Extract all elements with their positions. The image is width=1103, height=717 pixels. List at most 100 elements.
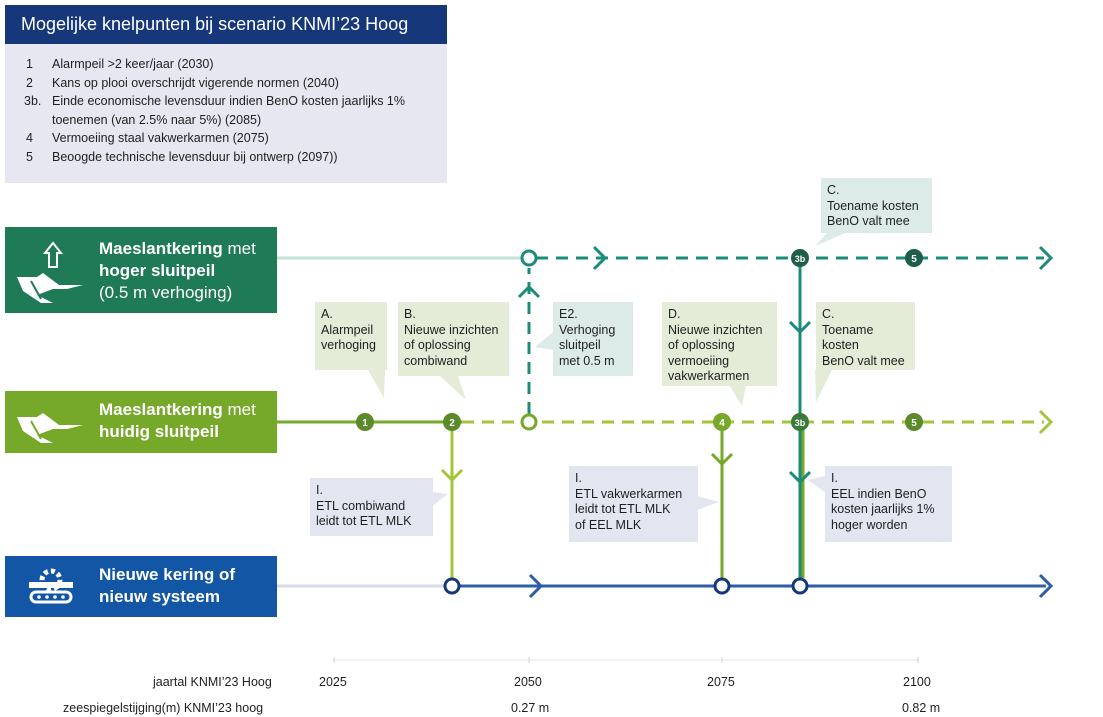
legend-item: toenemen (van 2.5% naar 5%) (2085): [5, 111, 447, 130]
scenario-current-bold1: Maeslantkering: [99, 400, 223, 419]
callout-A-line: A.: [321, 307, 333, 321]
top-arrow-end: [1038, 245, 1054, 271]
callout-E2-line: Verhoging: [559, 322, 616, 337]
callout-C-top: C. Toename kosten BenO valt mee: [821, 178, 932, 233]
scenario-raised-bold1: Maeslantkering: [99, 239, 223, 258]
legend-item-number: 3b.: [24, 94, 42, 108]
callout-I3-line: kosten jaarlijks 1%: [831, 502, 935, 516]
callout-I2-line: ETL vakwerkarmen: [575, 486, 683, 501]
legend-item-text: toenemen (van 2.5% naar 5%) (2085): [52, 112, 262, 127]
legend-item: 3b. Einde economische levensduur indien B…: [5, 92, 447, 111]
callout-B-line: B.: [404, 307, 416, 321]
marker-2: 2: [443, 413, 461, 431]
callout-C-mid: C. Toename kosten BenO valt mee: [816, 302, 915, 370]
marker-5-top: 5: [905, 249, 923, 267]
callout-B: B. Nieuwe inzichten of oplossing combiwa…: [398, 302, 509, 376]
callout-D-line: vakwerkarmen: [668, 369, 750, 383]
scenario-raised-bold2: hoger sluitpeil: [99, 261, 216, 280]
callout-D: D. Nieuwe inzichten of oplossing vermoei…: [662, 302, 777, 386]
marker-1-label: 1: [362, 418, 368, 429]
legend-item: 4 Vermoeiing staal vakwerkarmen (2075): [5, 129, 447, 148]
scenario-current-bold2: huidig sluitpeil: [99, 422, 219, 441]
scenario-raised-title: Maeslantkering met: [99, 238, 256, 259]
transfer-2050-arrow: [517, 284, 541, 299]
marker-3b-mid: 3b: [791, 413, 809, 431]
node-bottom-2040: [443, 577, 461, 595]
callout-I3-line: I.: [831, 471, 838, 485]
callout-A-line: verhoging: [321, 338, 376, 352]
legend-item-text: Alarmpeil >2 keer/jaar (2030): [52, 57, 214, 71]
callout-I1-line: leidt tot ETL MLK: [316, 514, 412, 528]
callout-I1-pointer: [432, 492, 448, 506]
tick-year: 2100: [903, 675, 931, 689]
transfer-2075-arrow: [710, 452, 734, 467]
gear-barrier-icon: [29, 568, 73, 604]
transfer-2040-arrow: [440, 468, 464, 483]
tick-year: 2025: [319, 675, 347, 689]
callout-C-top-line: C.: [827, 183, 840, 197]
callout-D-pointer: [729, 385, 746, 406]
legend-title: Mogelijke knelpunten bij scenario KNMI’2…: [5, 5, 447, 44]
callout-A-line: Alarmpeil: [321, 322, 374, 337]
callout-I2-line: of EEL MLK: [575, 517, 642, 532]
callout-B-line: combiwand: [404, 353, 468, 368]
scenario-current-subtitle: huidig sluitpeil: [99, 421, 219, 442]
node-bottom-2075: [713, 577, 731, 595]
marker-4-label: 4: [719, 418, 725, 429]
barrier-raised-icon: [17, 241, 83, 303]
node-top-2050: [520, 249, 538, 267]
scenario-raised-note: (0.5 m verhoging): [99, 283, 233, 302]
legend-item-text: Vermoeiing staal vakwerkarmen (2075): [52, 131, 269, 145]
callout-E2: E2. Verhoging sluitpeil met 0.5 m: [553, 302, 633, 376]
scenario-raised-normal1: met: [222, 239, 256, 258]
scenario-current-title: Maeslantkering met: [99, 399, 256, 420]
scenario-current-sluitpeil: Maeslantkering met huidig sluitpeil: [5, 391, 277, 453]
callout-I2-line: I.: [575, 471, 582, 485]
callout-I3-pointer: [808, 476, 825, 492]
callout-I3: I. EEL indien BenO kosten jaarlijks 1% h…: [825, 466, 952, 542]
callout-D-line: of oplossing: [668, 338, 735, 352]
tick-sealevel: 0.82 m: [902, 701, 941, 715]
callout-C-mid-line: BenO valt mee: [822, 353, 905, 368]
legend-item-number: 2: [26, 75, 33, 90]
legend-item-text: Einde economische levensduur indien BenO…: [52, 94, 405, 108]
callout-C-top-line: BenO valt mee: [827, 214, 910, 228]
callout-C-top-line: Toename kosten: [827, 198, 919, 213]
tick-year: 2075: [707, 675, 735, 689]
marker-1: 1: [356, 413, 374, 431]
marker-5-mid: 5: [905, 413, 923, 431]
callout-E2-line: met 0.5 m: [559, 353, 615, 368]
marker-5-top-label: 5: [911, 254, 917, 265]
callout-E2-line: E2.: [559, 307, 578, 321]
callout-I1-line: ETL combiwand: [316, 498, 406, 513]
transfer-2085-arrow-top: [788, 320, 812, 335]
scenario-new-system: Nieuwe kering of nieuw systeem: [5, 556, 277, 617]
tick-year: 2050: [514, 675, 542, 689]
legend-item-number: 4: [26, 131, 33, 145]
marker-2-label: 2: [449, 418, 455, 429]
scenario-new-line2: nieuw systeem: [99, 587, 220, 606]
callout-B-line: Nieuwe inzichten: [404, 322, 499, 337]
callout-D-line: vermoeiing: [668, 353, 730, 368]
callout-I1-line: I.: [316, 483, 323, 497]
scenario-current-normal1: met: [222, 400, 256, 419]
callout-C-mid-pointer: [815, 370, 832, 402]
top-arrow-head: [592, 245, 608, 271]
marker-3b-mid-label: 3b: [795, 418, 806, 428]
scenario-new-line1: Nieuwe kering of: [99, 565, 236, 584]
scenario-raised-subtitle: hoger sluitpeil: [99, 260, 215, 281]
callout-B-line: of oplossing: [404, 338, 471, 352]
callout-I2: I. ETL vakwerkarmen leidt tot ETL MLK of…: [569, 466, 698, 542]
marker-3b-top: 3b: [791, 249, 809, 267]
axis-sealevel-label: zeespiegelstijging(m) KNMI’23 hoog: [63, 701, 264, 715]
callout-E2-line: sluitpeil: [559, 338, 601, 352]
callout-D-line: D.: [668, 307, 681, 321]
callout-C-top-pointer: [815, 232, 848, 246]
callout-I2-pointer: [697, 496, 719, 510]
callout-C-mid-line: Toename: [822, 322, 874, 337]
callout-E2-pointer: [535, 332, 553, 350]
